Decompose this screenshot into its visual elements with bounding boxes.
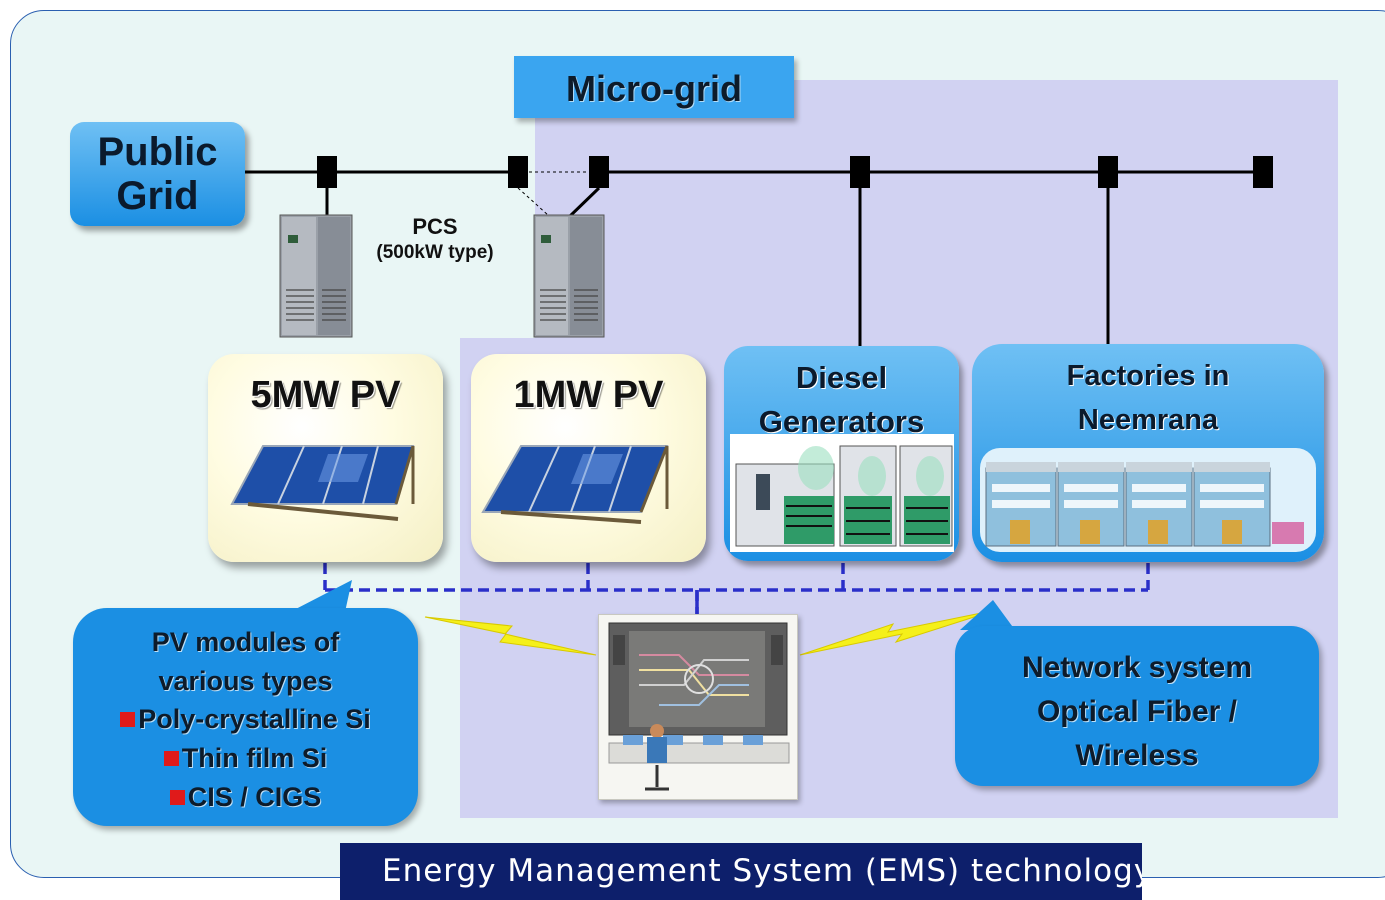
factory-building-3	[1125, 462, 1193, 547]
diesel-generators-box: Diesel Generators	[724, 346, 959, 561]
pv-callout-item-1: Poly-crystalline Si	[73, 700, 418, 739]
pv-callout-item-3-label: CIS / CIGS	[187, 782, 322, 812]
microgrid-area	[535, 80, 1338, 340]
pv-callout-item-1-label: Poly-crystalline Si	[138, 704, 371, 734]
pv-1mw-label: 1MW PV	[513, 374, 664, 416]
network-callout-tail	[960, 600, 1015, 630]
control-room-icon	[608, 622, 790, 791]
ems-footer-banner: Energy Management System (EMS) technolog…	[340, 843, 1142, 900]
factories-line1: Factories in	[1066, 360, 1230, 392]
network-dashed-lines	[323, 563, 1150, 615]
network-callout: Network system Optical Fiber / Wireless	[955, 626, 1319, 786]
diesel-line1: Diesel	[795, 360, 888, 395]
pcs2-dashed-link	[517, 187, 549, 216]
breaker-6	[1253, 156, 1273, 188]
pcs-label-line1: PCS	[412, 214, 458, 239]
red-bullet-icon	[120, 712, 136, 727]
pv-callout-item-3: CIS / CIGS	[73, 778, 418, 817]
red-bullet-icon	[169, 790, 185, 805]
pcs-cabinet-1	[279, 214, 353, 338]
factory-building-2	[1057, 462, 1125, 547]
breaker-5	[1098, 156, 1118, 188]
breaker-3	[589, 156, 609, 188]
pv-5mw-box: 5MW PV	[208, 354, 443, 562]
diesel-line2: Generators	[758, 404, 925, 439]
public-grid-line1: Public	[97, 130, 218, 174]
pv-modules-callout: PV modules of various types Poly-crystal…	[73, 608, 418, 826]
pcs-label-line2: (500kW type)	[376, 242, 494, 263]
pcs2-drop	[566, 186, 601, 220]
pv-callout-item-2-label: Thin film Si	[181, 743, 328, 773]
pv-5mw-label: 5MW PV	[250, 374, 401, 416]
footer-text: Energy Management System (EMS) technolog…	[382, 853, 1142, 889]
left-lightning-bolt	[424, 616, 597, 656]
factories-line2: Neemrana	[1077, 404, 1219, 436]
generator-unit-3	[899, 445, 953, 547]
pv-callout-item-2: Thin film Si	[73, 739, 418, 778]
generator-unit-1	[735, 446, 835, 547]
microgrid-label: Micro-grid	[566, 68, 742, 109]
breaker-4	[850, 156, 870, 188]
breaker-2	[508, 156, 528, 188]
factories-box: Factories in Neemrana	[972, 344, 1324, 562]
factory-building-4	[1193, 462, 1304, 547]
ems-control-room	[598, 614, 798, 800]
generator-unit-2	[839, 445, 897, 547]
pv-callout-line2: various types	[158, 666, 333, 696]
microgrid-label-box: Micro-grid	[514, 56, 794, 118]
network-callout-line1: Network system	[1021, 651, 1253, 684]
solar-panel-icon-5mw	[230, 445, 415, 521]
pv-1mw-box: 1MW PV	[471, 354, 706, 562]
pcs-label: PCS (500kW type)	[360, 214, 510, 266]
factory-icon	[980, 448, 1316, 552]
pv-callout-line1: PV modules of	[151, 627, 340, 657]
red-bullet-icon	[163, 751, 179, 766]
factory-building-1	[985, 462, 1057, 547]
pv-callout-tail	[290, 580, 352, 612]
public-grid-line2: Grid	[116, 174, 199, 218]
network-callout-line3: Wireless	[1075, 739, 1199, 772]
breaker-1	[317, 156, 337, 188]
diesel-generator-icon	[730, 434, 954, 552]
public-grid-box: Public Grid	[70, 122, 245, 226]
network-callout-line2: Optical Fiber /	[1036, 695, 1238, 728]
solar-panel-icon-1mw	[481, 445, 669, 524]
pcs-cabinet-2	[533, 214, 605, 338]
